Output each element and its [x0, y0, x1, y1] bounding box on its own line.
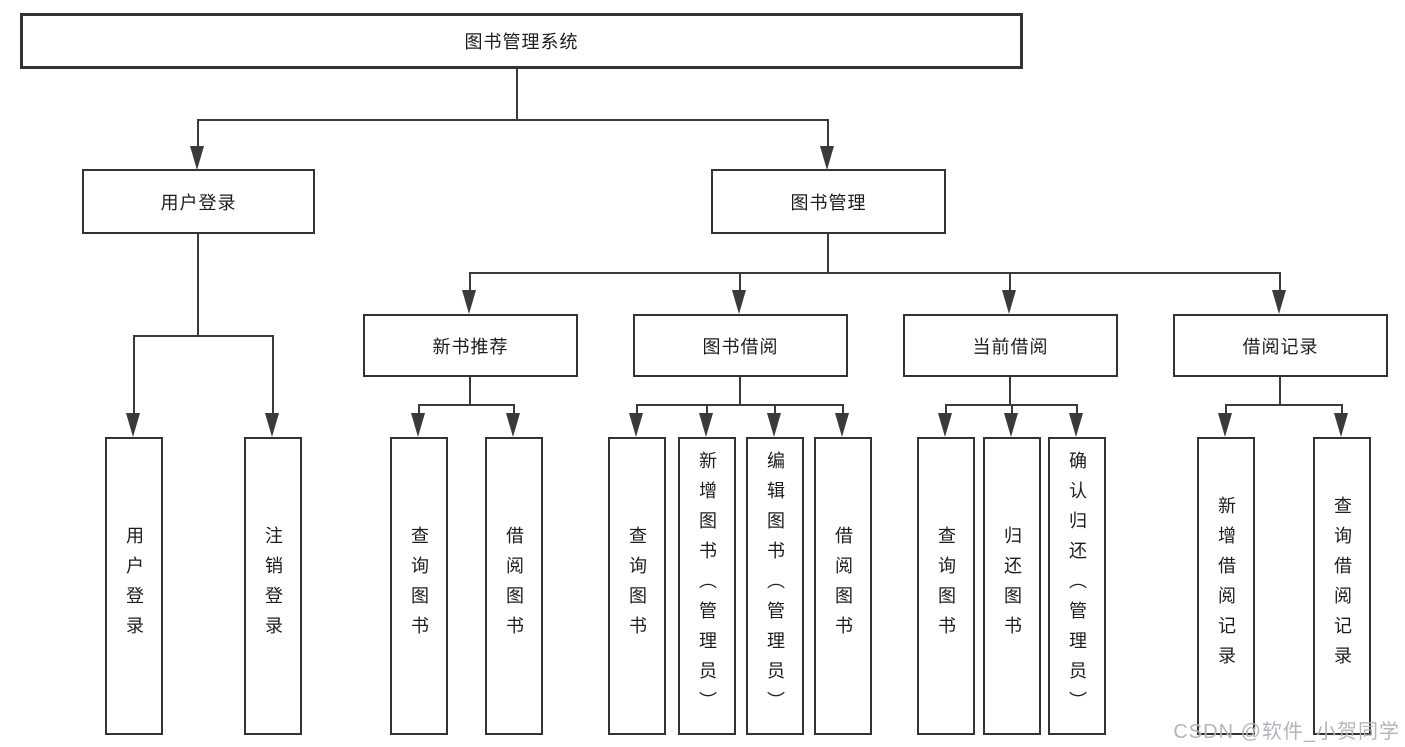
connector-login-trunk [197, 233, 199, 337]
connector-stem-borrow-record [1279, 272, 1281, 292]
connector-stem-return-book [1011, 404, 1013, 415]
csdn-watermark: CSDN @软件_小贺同学 [1173, 721, 1400, 743]
leaf-query-borrow-record: 查询借阅记录 [1313, 437, 1371, 735]
leaf-newbook-query: 查询图书 [390, 437, 448, 735]
arrowhead-new-book [462, 290, 476, 314]
leaf-return-book-label: 归还图书 [1002, 526, 1022, 646]
node-new-book-recommend: 新书推荐 [363, 314, 578, 377]
connector-stem-confirm-return [1076, 404, 1078, 415]
leaf-current-query: 查询图书 [917, 437, 975, 735]
leaf-borrow-edit-book-label: 编辑图书（管理员） [765, 451, 785, 721]
arrowhead-newbook-query [411, 413, 425, 437]
connector-stem-borrow-book [842, 404, 844, 415]
leaf-borrow-add-book-label: 新增图书（管理员） [697, 451, 717, 721]
connector-stem-leaf-user-login [133, 335, 135, 415]
connector-stem-current-query [945, 404, 947, 415]
leaf-user-login: 用户登录 [105, 437, 163, 735]
arrowhead-borrow-query [629, 413, 643, 437]
connector-record-trunk [1279, 376, 1281, 406]
leaf-confirm-return: 确认归还（管理员） [1048, 437, 1106, 735]
leaf-add-borrow-record-label: 新增借阅记录 [1216, 496, 1236, 676]
leaf-newbook-query-label: 查询图书 [409, 526, 429, 646]
leaf-confirm-return-label: 确认归还（管理员） [1067, 451, 1087, 721]
connector-stem-newbook-query [418, 404, 420, 415]
arrowhead-confirm-return [1069, 413, 1083, 437]
connector-stem-borrow-edit [774, 404, 776, 415]
arrowhead-borrow-edit [767, 413, 781, 437]
node-borrow-record: 借阅记录 [1173, 314, 1388, 377]
arrowhead-borrow-add [699, 413, 713, 437]
arrowhead-query-record [1334, 413, 1348, 437]
node-user-login: 用户登录 [82, 169, 315, 234]
leaf-borrow-book-label: 借阅图书 [833, 526, 853, 646]
connector-stem-current-borrow [1009, 272, 1011, 292]
leaf-return-book: 归还图书 [983, 437, 1041, 735]
arrowhead-book-management [820, 146, 834, 170]
connector-stem-new-book [469, 272, 471, 292]
node-root: 图书管理系统 [20, 13, 1023, 69]
node-book-borrow-label: 图书借阅 [702, 336, 779, 357]
leaf-borrow-edit-book: 编辑图书（管理员） [746, 437, 804, 735]
connector-newbook-crossbar [418, 404, 515, 406]
leaf-logout-label: 注销登录 [263, 526, 283, 646]
node-current-borrow-label: 当前借阅 [972, 336, 1049, 357]
connector-login-crossbar [133, 335, 274, 337]
connector-stem-user-login [197, 119, 199, 147]
leaf-borrow-book: 借阅图书 [814, 437, 872, 735]
node-current-borrow: 当前借阅 [903, 314, 1118, 377]
arrowhead-book-borrow [732, 290, 746, 314]
arrowhead-current-query [938, 413, 952, 437]
leaf-logout: 注销登录 [244, 437, 302, 735]
node-user-login-label: 用户登录 [160, 192, 237, 213]
connector-newbook-trunk [469, 376, 471, 406]
arrowhead-leaf-user-login [126, 413, 140, 437]
arrowhead-borrow-record [1272, 290, 1286, 314]
arrowhead-newbook-borrow [506, 413, 520, 437]
connector-stem-leaf-logout [272, 335, 274, 415]
leaf-borrow-query: 查询图书 [608, 437, 666, 735]
connector-stem-borrow-add [706, 404, 708, 415]
node-book-management-label: 图书管理 [790, 192, 867, 213]
connector-mgmt-trunk [827, 233, 829, 274]
connector-borrow-crossbar [636, 404, 844, 406]
connector-root-crossbar [197, 119, 829, 121]
leaf-user-login-label: 用户登录 [124, 526, 144, 646]
connector-stem-book-management [827, 119, 829, 147]
leaf-borrow-query-label: 查询图书 [627, 526, 647, 646]
connector-stem-newbook-borrow [513, 404, 515, 415]
leaf-newbook-borrow-label: 借阅图书 [504, 526, 524, 646]
node-new-book-recommend-label: 新书推荐 [432, 336, 509, 357]
connector-record-crossbar [1225, 404, 1343, 406]
leaf-current-query-label: 查询图书 [936, 526, 956, 646]
leaf-query-borrow-record-label: 查询借阅记录 [1332, 496, 1352, 676]
connector-stem-borrow-query [636, 404, 638, 415]
arrowhead-borrow-book [835, 413, 849, 437]
connector-stem-book-borrow [739, 272, 741, 292]
leaf-add-borrow-record: 新增借阅记录 [1197, 437, 1255, 735]
node-book-management: 图书管理 [711, 169, 946, 234]
arrowhead-leaf-logout [265, 413, 279, 437]
connector-stem-query-record [1341, 404, 1343, 415]
connector-root-trunk [516, 68, 518, 120]
arrowhead-current-borrow [1002, 290, 1016, 314]
arrowhead-return-book [1004, 413, 1018, 437]
connector-mgmt-crossbar [469, 272, 1281, 274]
connector-borrow-trunk [739, 376, 741, 406]
connector-stem-add-record [1225, 404, 1227, 415]
arrowhead-add-record [1218, 413, 1232, 437]
leaf-borrow-add-book: 新增图书（管理员） [678, 437, 736, 735]
node-root-label: 图书管理系统 [464, 32, 579, 52]
leaf-newbook-borrow: 借阅图书 [485, 437, 543, 735]
node-book-borrow: 图书借阅 [633, 314, 848, 377]
node-borrow-record-label: 借阅记录 [1242, 336, 1319, 357]
arrowhead-user-login [190, 146, 204, 170]
connector-current-trunk [1009, 376, 1011, 406]
